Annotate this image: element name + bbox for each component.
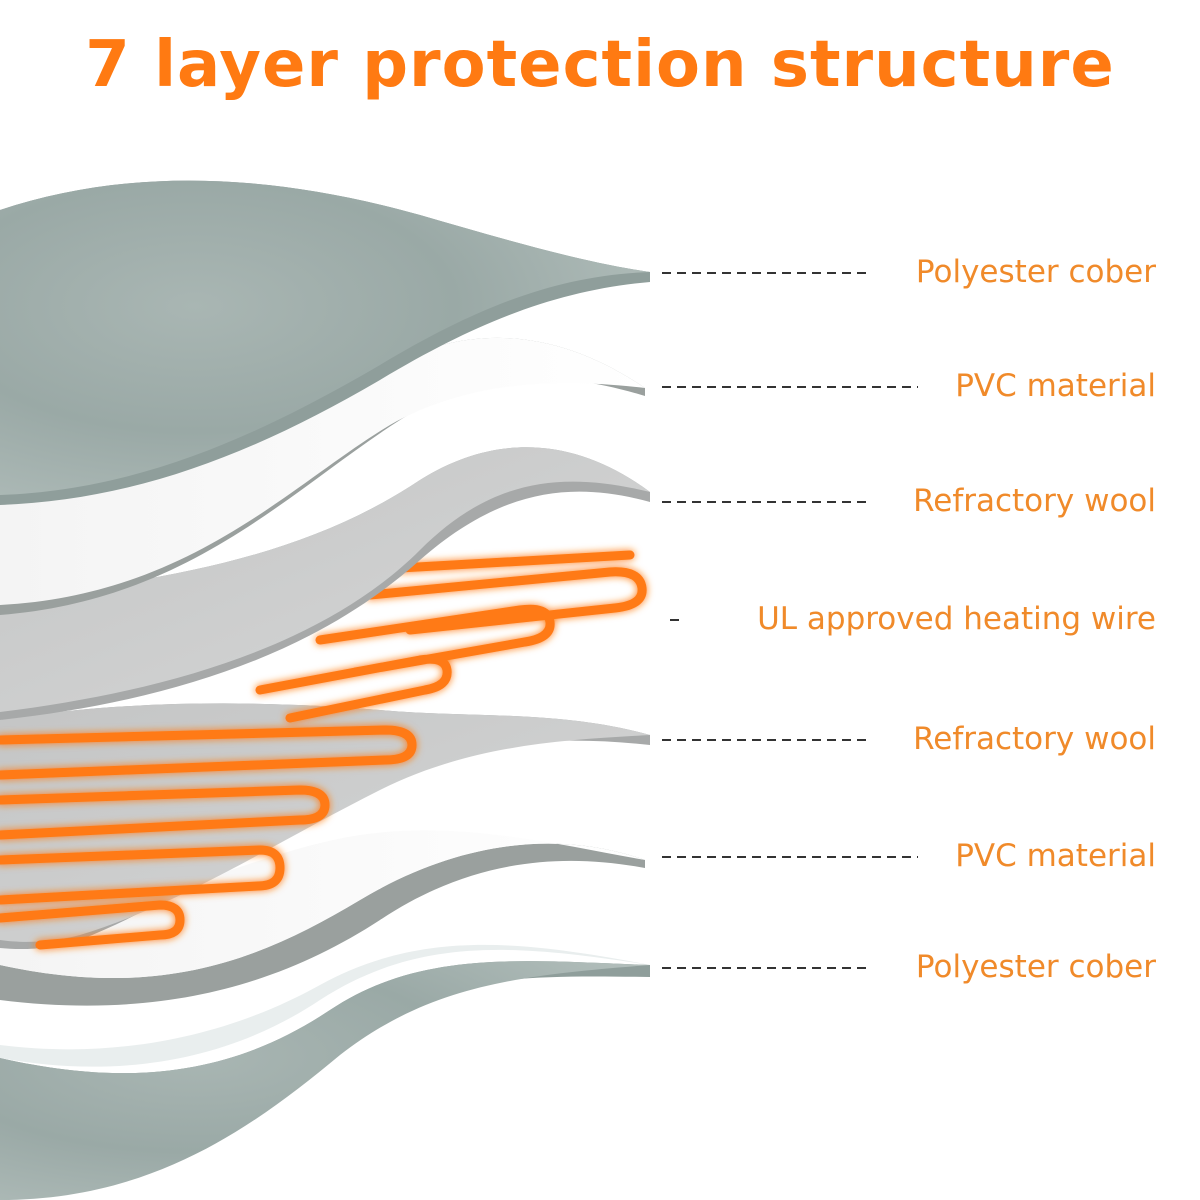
layer-label-4: UL approved heating wire <box>757 601 1156 637</box>
layer-label-3: Refractory wool <box>913 483 1156 519</box>
layer-label-7: Polyester cober <box>915 949 1156 985</box>
layer-pvc-top <box>0 337 645 615</box>
layer-label-2: PVC material <box>955 368 1156 404</box>
layer-pvc-bottom <box>0 830 645 1006</box>
layer-polyester-bottom <box>0 944 650 1200</box>
leader-lines <box>662 272 918 969</box>
heating-wire <box>0 550 647 950</box>
layer-label-1: Polyester cober <box>915 254 1156 290</box>
layer-wool-top <box>0 447 650 720</box>
layer-polyester-top <box>0 180 650 505</box>
layer-label-6: PVC material <box>955 838 1156 874</box>
page-title: 7 layer protection structure <box>85 28 1115 102</box>
layer-label-5: Refractory wool <box>913 721 1156 757</box>
